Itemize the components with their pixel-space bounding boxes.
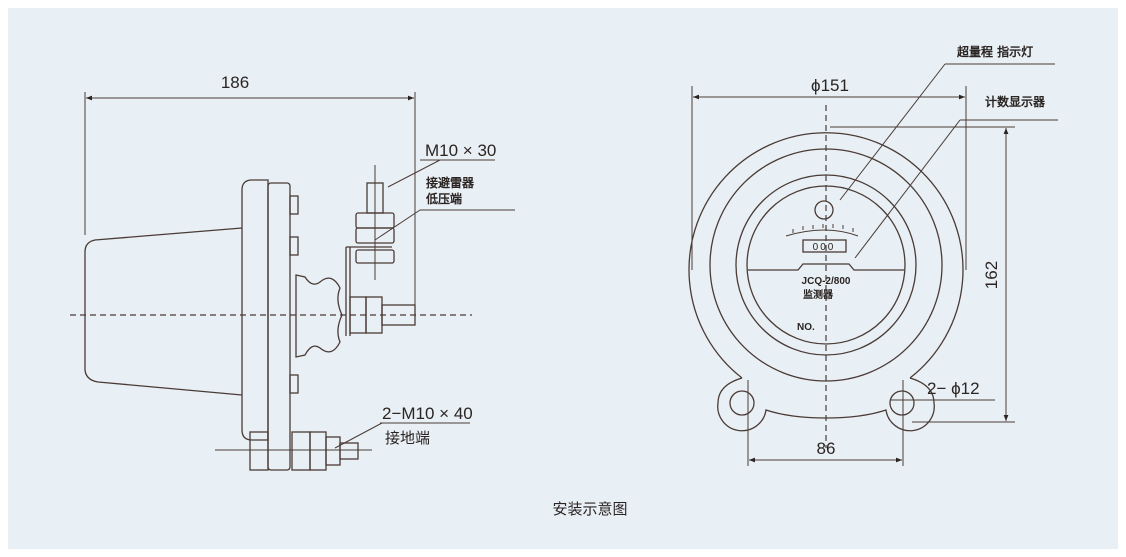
side-view: 186 M10 × 30 接避雷器 低压端 2−M10 × 40 bbox=[70, 73, 515, 471]
top-bolt-spec: M10 × 30 bbox=[425, 141, 496, 160]
dial-divider bbox=[748, 263, 904, 271]
leader-line bbox=[374, 209, 421, 241]
ground-nut bbox=[249, 431, 269, 471]
mounting-hole bbox=[889, 390, 915, 416]
diagram-background bbox=[8, 8, 1118, 549]
leader-line bbox=[387, 159, 441, 188]
diagram-caption: 安装示意图 bbox=[552, 500, 627, 518]
counter-display bbox=[802, 239, 847, 253]
leader-line bbox=[334, 422, 383, 449]
over-range-indicator-lamp bbox=[814, 200, 834, 220]
top-terminal-label: 接避雷器 bbox=[426, 175, 475, 190]
indicator-lamp-label: 超量程 指示灯 bbox=[956, 44, 1033, 59]
diameter-dimension: ϕ151 bbox=[811, 76, 849, 95]
flange-bolt bbox=[289, 195, 299, 215]
ground-stud bbox=[339, 442, 359, 460]
housing-body bbox=[84, 227, 243, 396]
front-view: ϕ151 000 JCQ-2/800 监测器 NO. 162 86 bbox=[688, 44, 1058, 466]
flange-bolt bbox=[289, 236, 299, 256]
mounting-flange bbox=[267, 182, 291, 471]
ground-terminal-label: 接地端 bbox=[385, 429, 430, 447]
ground-bolt-spec: 2−M10 × 40 bbox=[382, 404, 473, 423]
serial-number-label: NO. bbox=[797, 322, 815, 333]
top-terminal-label: 低压端 bbox=[425, 191, 462, 206]
counter-value: 000 bbox=[813, 242, 836, 253]
height-dimension: 162 bbox=[982, 261, 1001, 289]
scale-arc bbox=[785, 229, 859, 237]
hole-spec: 2− ϕ12 bbox=[927, 379, 980, 398]
mounting-hole bbox=[729, 390, 755, 416]
leader-line bbox=[854, 119, 961, 259]
width-dimension: 186 bbox=[221, 73, 249, 92]
hole-spacing-dimension: 86 bbox=[817, 439, 836, 458]
leader-line bbox=[839, 63, 946, 201]
outer-rim bbox=[688, 132, 964, 379]
model-label: JCQ-2/800 bbox=[802, 276, 851, 287]
counter-display-label: 计数显示器 bbox=[985, 94, 1046, 109]
scale-ticks bbox=[792, 224, 854, 233]
device-name-label: 监测器 bbox=[803, 288, 834, 301]
flange-bolt bbox=[289, 374, 299, 394]
